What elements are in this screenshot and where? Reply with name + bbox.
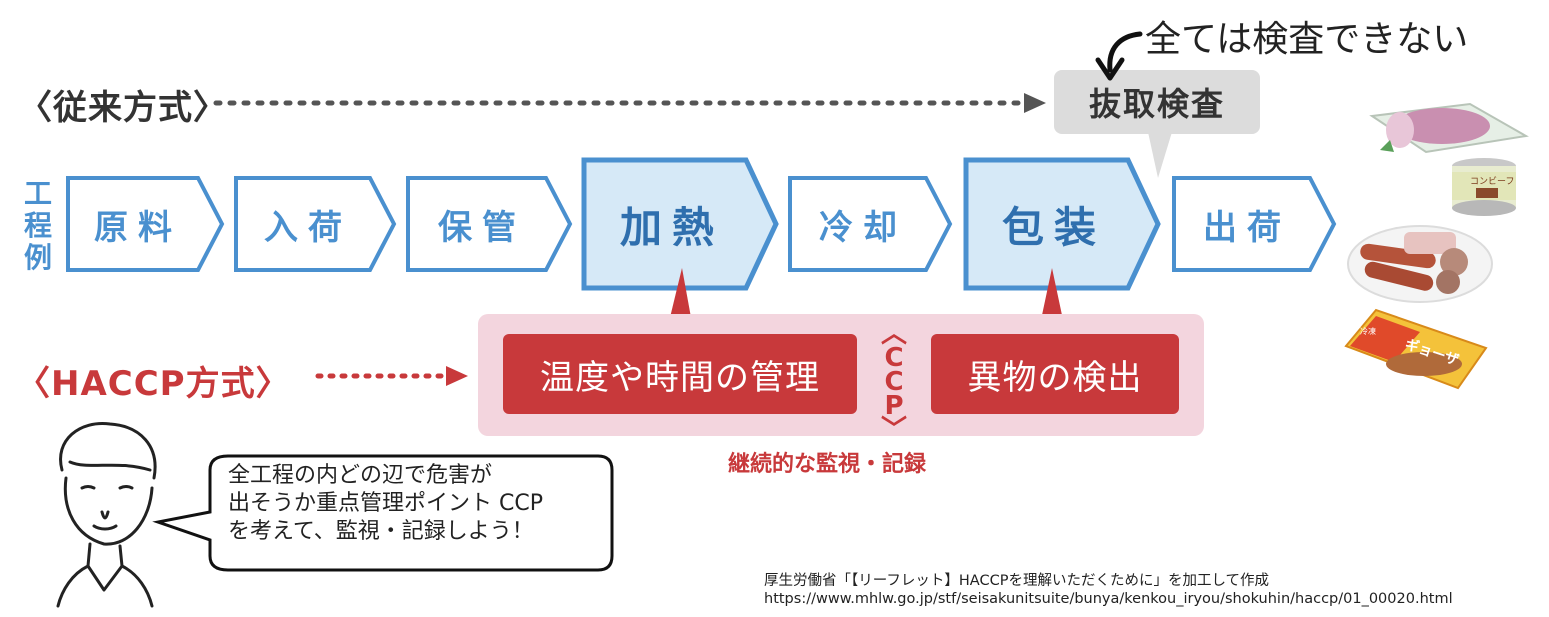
step-shape-heating xyxy=(581,157,779,291)
step-packaging: 包装 xyxy=(1001,202,1106,252)
speech-text: 全工程の内どの辺で危害が 出そうか重点管理ポイント CCP を考えて、監視・記録… xyxy=(228,463,543,544)
cannot-inspect-all-note: 全ては検査できない xyxy=(1145,19,1469,60)
continuous-monitoring-label: 継続的な監視・記録 xyxy=(728,452,927,477)
step-shape-cooling xyxy=(788,176,953,272)
traditional-method-label: 〈従来方式〉 xyxy=(18,88,228,128)
source-citation: 厚生労働省「【リーフレット】HACCPを理解いただくために」を加工して作成 ht… xyxy=(764,573,1453,607)
step-cooling: 冷却 xyxy=(819,207,907,248)
step-shape-receiving xyxy=(234,176,397,272)
corned-beef-label: コンビーフ xyxy=(1470,176,1514,187)
step-shape-raw-material xyxy=(66,176,225,272)
step-storage: 保管 xyxy=(438,207,526,248)
haccp-method-label: 〈HACCP方式〉 xyxy=(16,364,291,404)
step-shape-packaging xyxy=(963,157,1161,291)
curved-arrow-icon xyxy=(1095,31,1143,81)
sausage-plate-illustration xyxy=(1347,225,1493,303)
speech-bubble xyxy=(152,454,614,572)
sampling-inspection-box: 抜取検査 xyxy=(1054,70,1260,134)
temperature-time-control-box: 温度や時間の管理 xyxy=(503,334,857,414)
haccp-dotted-arrow xyxy=(315,366,468,386)
step-shape-storage xyxy=(406,176,573,272)
sampling-pointer xyxy=(1148,132,1172,178)
step-raw-material: 原料 xyxy=(94,207,182,248)
traditional-dotted-arrow xyxy=(213,93,1046,113)
foreign-matter-detection-box: 異物の検出 xyxy=(931,334,1179,414)
person-illustration xyxy=(56,422,157,608)
ham-plate-illustration xyxy=(1369,102,1529,154)
gyoza-pack-corner-label: 冷凍 xyxy=(1360,326,1376,336)
step-heating: 加熱 xyxy=(619,202,724,252)
gyoza-pack-count-label: 12個入 xyxy=(1352,362,1378,372)
step-receiving: 入荷 xyxy=(264,207,352,248)
gyoza-pack-illustration xyxy=(1344,308,1488,390)
ccp-vertical-label: ︿ C C P ﹀ xyxy=(880,319,907,445)
corned-beef-can-illustration xyxy=(1452,158,1516,216)
process-flow xyxy=(66,157,1337,291)
step-shape-shipping xyxy=(1172,176,1337,272)
step-shipping: 出荷 xyxy=(1203,207,1291,248)
process-example-label: 工 程 例 xyxy=(23,177,52,274)
